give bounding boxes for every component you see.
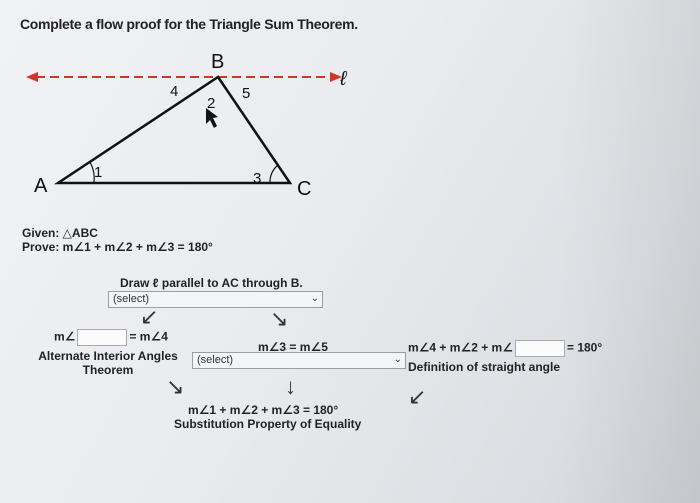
angle-2-label: 2: [207, 95, 215, 112]
arrow-down-left-icon: ↙: [140, 304, 159, 329]
angle-3-arc: [269, 164, 279, 184]
arrow-down-left-icon: ↙: [408, 384, 427, 409]
step4-angle-input[interactable]: [514, 340, 565, 357]
step1-select-value: (select): [113, 293, 150, 305]
chevron-down-icon: ⌄: [393, 354, 402, 365]
step1-reason-select[interactable]: (select) ⌄: [108, 291, 323, 308]
angle-4-label: 4: [170, 83, 178, 100]
chevron-down-icon: ⌄: [310, 293, 319, 304]
step2-suffix: = m∠4: [129, 329, 168, 344]
step2-statement: m∠ = m∠4: [54, 329, 168, 346]
given-statement: Given: △ABC: [22, 226, 98, 240]
angle-3-label: 3: [253, 170, 261, 187]
step2-reason-line1: Alternate Interior Angles: [38, 349, 178, 363]
step5-reason: Substitution Property of Equality: [174, 417, 362, 431]
angle-5-label: 5: [242, 85, 250, 102]
step4-statement: m∠4 + m∠2 + m∠ = 180°: [408, 340, 602, 357]
step3-statement: m∠3 = m∠5: [258, 340, 328, 354]
step4-prefix: m∠4 + m∠2 + m∠: [408, 340, 513, 355]
arrow-down-right-icon: ↘: [166, 374, 185, 399]
step2-prefix: m∠: [54, 329, 76, 344]
step4-reason: Definition of straight angle: [408, 360, 560, 374]
vertex-b-label: B: [211, 51, 224, 73]
step5-statement: m∠1 + m∠2 + m∠3 = 180°: [188, 403, 339, 417]
step2-angle-input[interactable]: [77, 329, 128, 346]
step4-suffix: = 180°: [566, 340, 603, 355]
line-l-label: ℓ: [339, 68, 348, 90]
step3-reason-select[interactable]: (select) ⌄: [192, 352, 406, 369]
prove-statement: Prove: m∠1 + m∠2 + m∠3 = 180°: [22, 240, 213, 254]
step2-reason: Alternate Interior Angles Theorem: [34, 349, 182, 377]
vertex-a-label: A: [34, 175, 48, 197]
triangle-diagram: B A C ℓ 4 2 5 1 3: [26, 51, 348, 200]
step2-reason-line2: Theorem: [82, 363, 134, 377]
angle-1-arc: [89, 161, 95, 184]
arrow-down-icon: ↓: [285, 374, 296, 399]
line-arrow-left: [26, 72, 38, 82]
triangle-abc: [53, 75, 293, 185]
vertex-c-label: C: [297, 178, 311, 200]
step3-select-value: (select): [197, 354, 234, 366]
line-arrow-right: [330, 72, 342, 82]
mouse-cursor-icon: [206, 108, 218, 128]
step1-statement: Draw ℓ parallel to AC through B.: [120, 276, 303, 290]
page-title: Complete a flow proof for the Triangle S…: [20, 16, 358, 32]
angle-1-label: 1: [94, 164, 102, 181]
arrow-down-right-icon: ↘: [270, 306, 289, 331]
